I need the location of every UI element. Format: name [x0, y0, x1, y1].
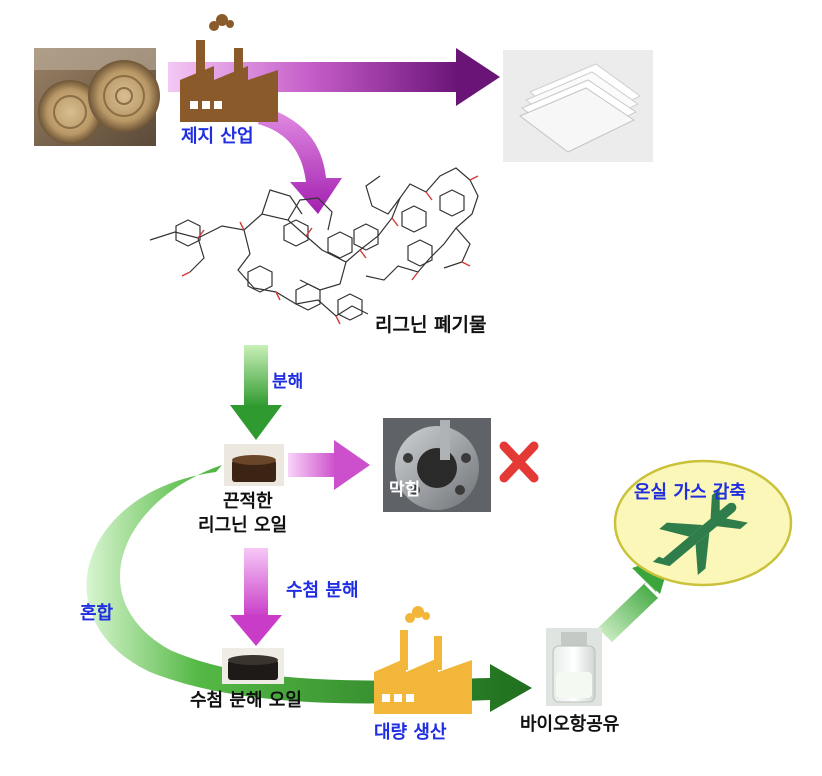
label-paper-industry: 제지 산업: [181, 126, 254, 147]
label-decomposition: 분해: [272, 372, 304, 392]
label-ghg-reduction: 온실 가스 감축: [634, 482, 746, 503]
arrow-to-lignin: [258, 106, 342, 214]
hydro-oil-image: [222, 648, 284, 684]
lignin-structure-atoms: [181, 175, 479, 325]
label-hydro-oil: 수첨 분해 오일: [190, 690, 302, 711]
ghg-ellipse: [613, 459, 793, 587]
factory-icon: [180, 14, 278, 122]
viscous-oil-image: [224, 444, 284, 486]
label-mass-production: 대량 생산: [374, 722, 447, 743]
wood-logs-image: [34, 48, 160, 146]
label-viscous-oil-2: 리그닌 오일: [198, 515, 288, 536]
bottle-image: [546, 628, 602, 706]
label-mixing: 혼합: [80, 603, 114, 624]
label-viscous-oil-1: 끈적한: [223, 491, 273, 512]
lignin-structure: [149, 167, 479, 321]
label-clogging: 막힘: [389, 480, 421, 500]
label-lignin-waste: 리그닌 폐기물: [375, 314, 487, 336]
clogging-image: [383, 418, 491, 512]
paper-stack-image: [503, 50, 653, 162]
label-hydrotreatment: 수첨 분해: [286, 580, 359, 601]
label-bio-jet-fuel: 바이오항공유: [520, 714, 620, 735]
factory-icon: [374, 606, 472, 714]
cross-icon: [499, 441, 539, 483]
arrow-hydrotreatment: [230, 548, 282, 646]
arrow-decomposition: [230, 345, 282, 440]
arrow-to-clogging: [288, 440, 370, 490]
airplane-icon: [652, 488, 748, 575]
arrow-mixing: [86, 465, 532, 712]
